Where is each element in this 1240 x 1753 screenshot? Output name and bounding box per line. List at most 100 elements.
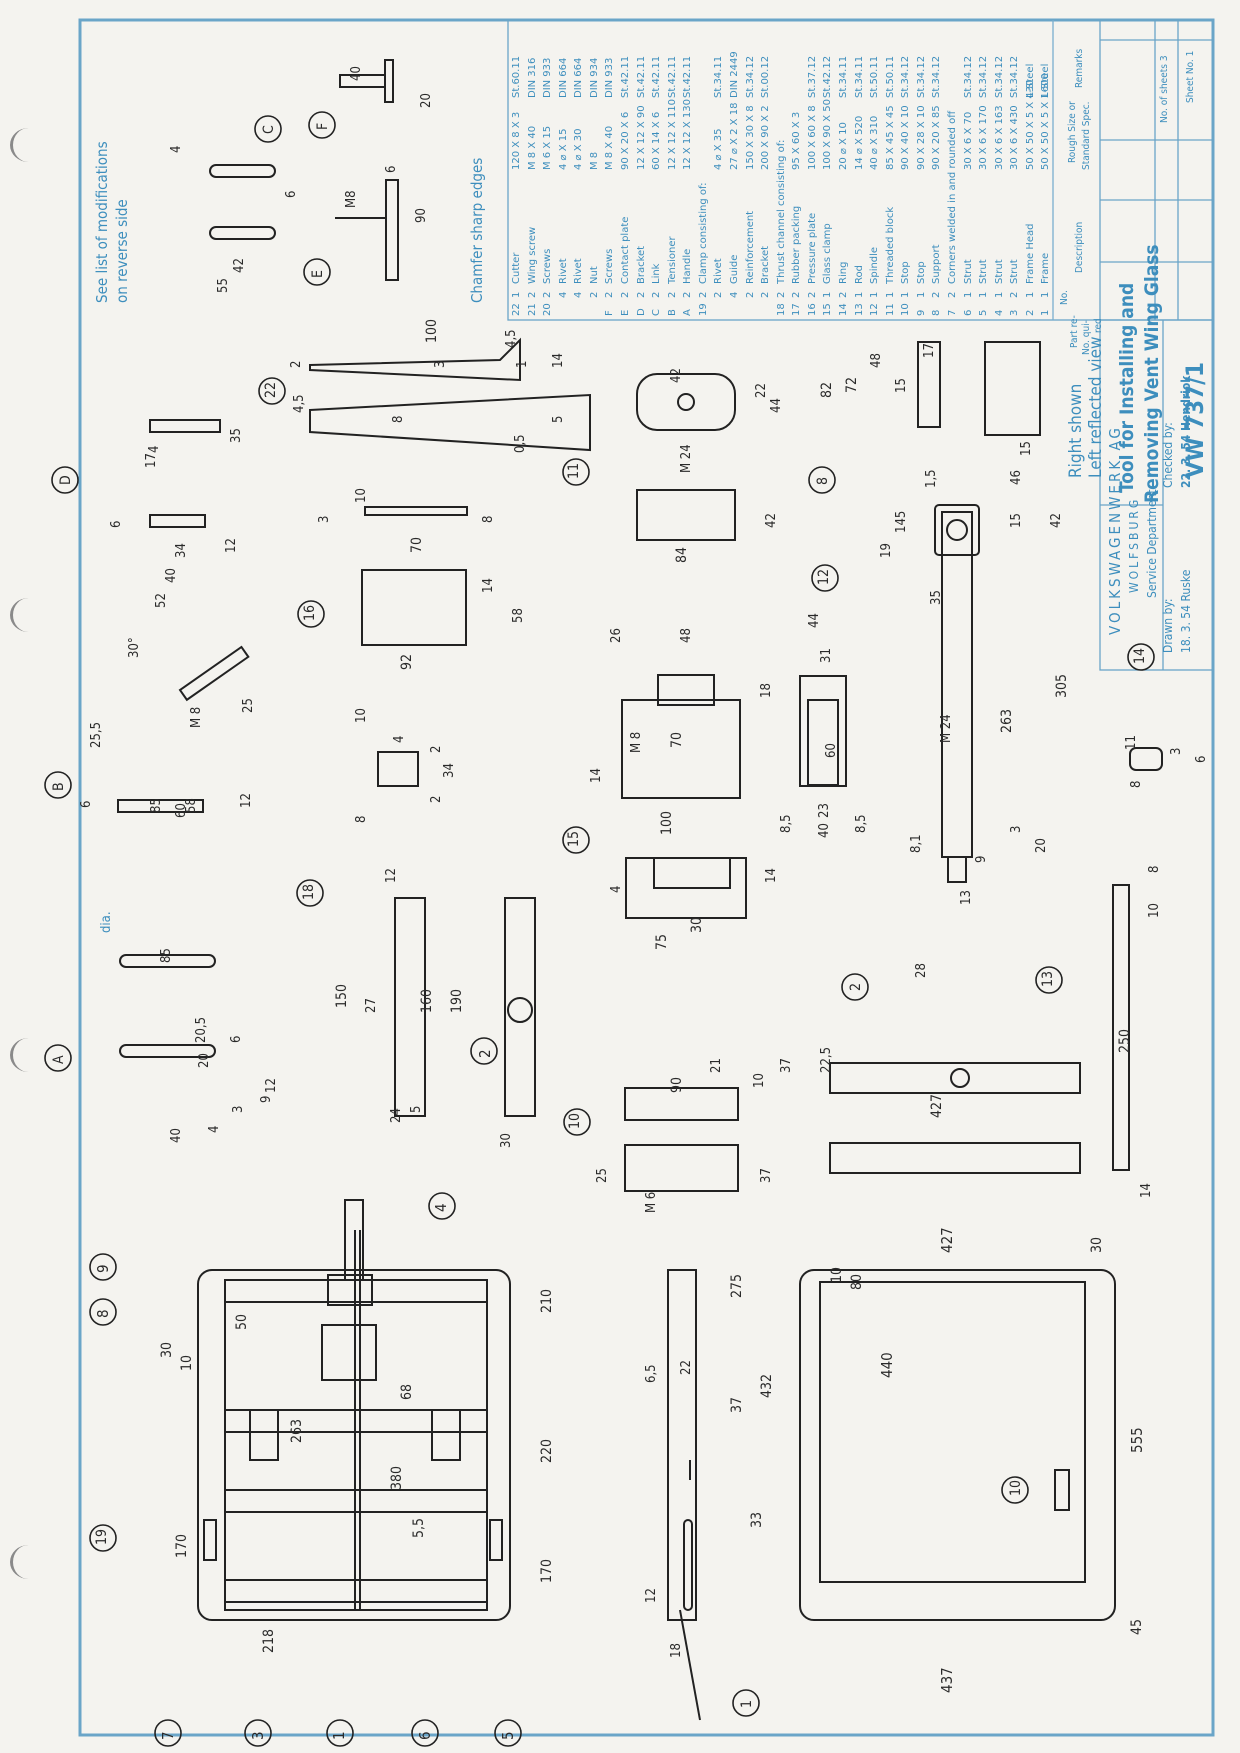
dim-frame-380: 380	[389, 1465, 405, 1490]
balloon-label-7: 7	[159, 1731, 177, 1740]
parts-row-size: 4 ⌀ X 35	[713, 128, 725, 171]
dim-frame-220: 220	[539, 1438, 555, 1463]
dim-b-25: 25	[241, 698, 256, 713]
dim-sup-48: 48	[869, 353, 884, 368]
parts-row-size: 40 ⌀ X 310	[869, 115, 881, 170]
parts-row-no: D	[635, 308, 647, 316]
parts-row-spec: St.34.12	[900, 55, 912, 98]
parts-row-desc: Corners welded in and rounded off	[947, 110, 958, 284]
parts-row-desc: Contact plate	[620, 216, 631, 284]
dim-rod-10: 10	[1147, 903, 1162, 918]
parts-row-qty: 1	[978, 291, 990, 298]
parts-row-qty: 2	[713, 291, 725, 298]
balloon-label-8: 8	[94, 1309, 112, 1318]
dim-frame-437: 437	[938, 1667, 956, 1693]
dim-head-22-5: 22,5	[819, 1046, 834, 1073]
parts-row-size: 4 ⌀ X 30	[573, 128, 585, 171]
dim-blk-m24: M 24	[679, 444, 694, 473]
dim-clip-10: 10	[354, 708, 369, 723]
part-B-tensioner	[117, 645, 250, 813]
dim-cut-100: 100	[424, 318, 440, 343]
parts-row-size: 90 X 20 X 6	[620, 111, 631, 170]
dim-frame-30: 30	[159, 1341, 175, 1358]
clamp-body-view	[621, 674, 847, 799]
dim-frame-5-5: 5,5	[411, 1517, 427, 1538]
dim-a-20-5: 20,5	[194, 1016, 209, 1043]
parts-row-spec: DIN 933	[604, 57, 616, 98]
parts-row-no: 10	[900, 303, 912, 316]
dim-plate-58: 58	[511, 608, 526, 623]
parts-row-qty: 1	[1024, 291, 1036, 298]
dim-clamp-70: 70	[669, 731, 685, 748]
dim-spindle-3: 3	[1009, 825, 1024, 833]
dim-cut-2: 2	[289, 360, 304, 368]
parts-row-spec: DIN 664	[557, 57, 569, 98]
dim-a-9: 9	[259, 1095, 274, 1103]
parts-row-spec: St.42.11	[682, 55, 694, 98]
dim-chan-24: 24	[389, 1108, 404, 1123]
dim-frame-210: 210	[539, 1288, 555, 1313]
parts-row-qty: 2	[775, 291, 787, 298]
glass-clamp-part-15	[625, 857, 747, 919]
dim-spindle-m24: M 24	[939, 714, 954, 743]
part-A-handle	[119, 954, 216, 1058]
dim-clamp-44: 44	[807, 613, 822, 628]
part-C-link	[209, 164, 276, 240]
dim-spindle-145: 145	[894, 510, 909, 533]
parts-row-no: F	[604, 310, 616, 316]
dim-cut-3: 3	[433, 360, 448, 368]
parts-row-desc: Thrust channel consisting of:	[775, 139, 787, 284]
dim-head-28: 28	[914, 963, 929, 978]
dim-d-12: 12	[224, 538, 239, 553]
parts-row-qty: 1	[511, 291, 522, 298]
dim-frame-170b: 170	[174, 1533, 190, 1558]
balloon-label-1b: 1	[739, 1699, 755, 1708]
header-quant: No. qui-	[1081, 320, 1092, 355]
dim-plate-92: 92	[399, 653, 415, 670]
part-F-screw	[339, 59, 394, 103]
parts-row-qty: 2	[744, 291, 756, 298]
parts-row-no: C	[651, 309, 663, 316]
balloon-label-B: B	[51, 782, 67, 791]
dim-glass-4: 4	[609, 885, 624, 893]
parts-row-desc: Ring	[838, 261, 849, 284]
parts-row-qty: 2	[604, 291, 616, 298]
dim-chan-30: 30	[499, 1133, 514, 1148]
dim-clamp-60: 60	[824, 743, 839, 758]
dim-clamp-8-5b: 8,5	[854, 814, 869, 833]
dim-c-42: 42	[232, 258, 247, 273]
balloon-label-A: A	[51, 1055, 67, 1064]
parts-row-size: 12 X 12 X 90	[635, 105, 647, 170]
parts-row-qty: 2	[1009, 291, 1021, 298]
header-spec: Standard Spec.	[1081, 101, 1092, 170]
parts-row-spec: L-Steel	[1040, 63, 1052, 98]
parts-row-size: 20 ⌀ X 10	[838, 122, 849, 170]
balloon-label-5: 5	[499, 1731, 517, 1740]
parts-row-spec: St.34.12	[915, 55, 927, 98]
dim-blk-22: 22	[754, 383, 769, 398]
support-part-8	[917, 341, 1041, 436]
dim-cut-5: 5	[551, 415, 566, 423]
parts-row-qty: 1	[884, 291, 896, 298]
parts-row-qty: 1	[1040, 291, 1052, 298]
parts-row-no: 11	[884, 303, 896, 316]
dim-plate-14: 14	[481, 578, 496, 593]
parts-row-qty: 2	[838, 291, 849, 298]
parts-row-desc: Rivet	[557, 258, 569, 284]
parts-row-qty: 2	[760, 291, 772, 298]
parts-row-desc: Strut	[978, 259, 990, 284]
dim-clamp-40: 40	[817, 823, 832, 838]
parts-row-spec: L-Steel	[1024, 63, 1036, 98]
parts-row-qty: 1	[822, 291, 834, 298]
parts-row-desc: Strut	[993, 259, 1005, 284]
parts-row-qty: 2	[666, 291, 678, 298]
dim-spindle-19: 19	[879, 543, 894, 558]
balloon-label-10: 10	[567, 1112, 583, 1129]
dim-d-17: 17	[144, 453, 159, 468]
dim-frame-30b: 30	[1089, 1236, 1105, 1253]
frame-head-part-2	[829, 1062, 1081, 1174]
header-no: No.	[1059, 290, 1070, 305]
dim-blk-42: 42	[764, 513, 779, 528]
rail-side-view	[667, 1269, 701, 1721]
